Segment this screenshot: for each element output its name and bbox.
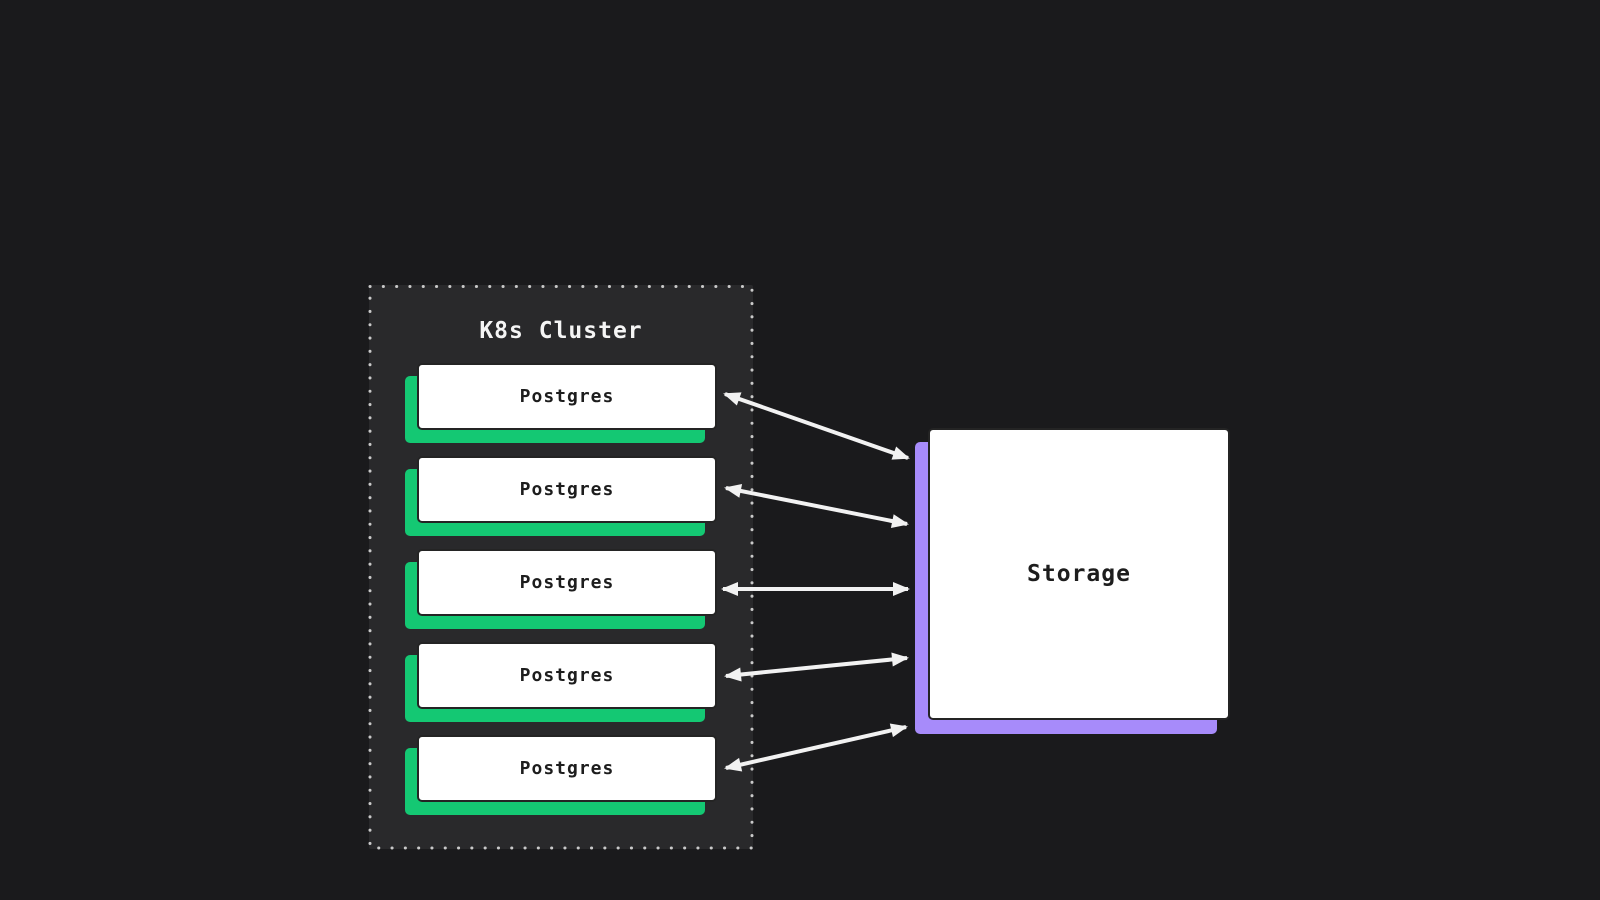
storage-arrow [724,723,908,772]
postgres-node: Postgres [417,456,717,523]
postgres-node-label: Postgres [519,386,615,407]
postgres-node: Postgres [417,735,717,802]
postgres-node: Postgres [417,549,717,616]
storage-arrow [724,652,909,682]
postgres-node-label: Postgres [519,479,615,500]
storage-node: Storage [928,428,1230,720]
cluster-title: K8s Cluster [479,318,643,344]
storage-arrow [724,484,909,528]
postgres-node: Postgres [417,363,717,430]
storage-node-label: Storage [1027,561,1131,587]
postgres-node-label: Postgres [519,572,615,593]
postgres-node-label: Postgres [519,665,615,686]
postgres-node-label: Postgres [519,758,615,779]
postgres-node: Postgres [417,642,717,709]
